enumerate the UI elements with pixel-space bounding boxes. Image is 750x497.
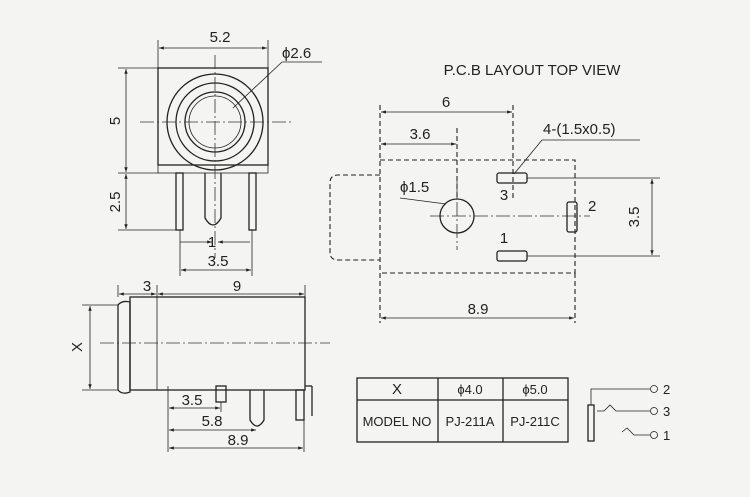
- table-model-label: MODEL NO: [363, 414, 432, 429]
- hole-leader: [232, 61, 283, 109]
- side-view: 3 9 X 3.5 5.8 8.9: [69, 278, 330, 452]
- slot-pin-3: [496, 172, 528, 184]
- schematic-sleeve: [587, 404, 595, 442]
- pin-center: [204, 173, 222, 226]
- pcb-pin-3: 3: [500, 187, 508, 204]
- table-model-a: PJ-211A: [446, 414, 495, 429]
- dim-5: 5: [107, 117, 124, 125]
- front-pin-1-label: 1: [208, 234, 216, 251]
- dim-5-2: 5.2: [210, 29, 231, 46]
- side-body: [129, 296, 306, 391]
- schematic-wire-3: [597, 404, 650, 412]
- pcb-body-outline: [380, 159, 576, 274]
- dim-9: 9: [233, 278, 241, 295]
- slot-pin-1: [496, 250, 528, 262]
- dim-3-6: 3.6: [410, 126, 431, 143]
- pcb-title: P.C.B LAYOUT TOP VIEW: [444, 62, 622, 79]
- side-nose: [117, 300, 131, 394]
- dim-5-8: 5.8: [202, 413, 223, 430]
- dim-3: 3: [143, 278, 151, 295]
- schematic-pin-1: 1: [663, 428, 670, 443]
- pcb-hole-dia: ϕ1.5: [400, 179, 429, 196]
- pcb-layout: P.C.B LAYOUT TOP VIEW ϕ1.5 3 2 1 4-(1.5x…: [329, 62, 660, 323]
- dim-8-9-pcb: 8.9: [468, 301, 489, 318]
- schematic: 2 3 1: [587, 382, 670, 443]
- slot-pin-2: [566, 201, 578, 233]
- dim-8-9-side: 8.9: [228, 432, 249, 449]
- side-pin-middle: [249, 390, 265, 427]
- dim-2-5: 2.5: [107, 192, 124, 213]
- schematic-wire-1: [621, 427, 650, 436]
- hole-dia-label: ϕ2.6: [282, 45, 311, 62]
- pcb-pin-1: 1: [500, 230, 508, 247]
- dim-x: X: [69, 342, 86, 352]
- dim-3-5-front: 3.5: [208, 253, 229, 270]
- pin-right: [248, 172, 257, 231]
- table-header-d5: ϕ5.0: [522, 382, 547, 397]
- slot-spec-label: 4-(1.5x0.5): [543, 121, 616, 138]
- table-header-d4: ϕ4.0: [457, 382, 482, 397]
- dim-3-5-side: 3.5: [182, 392, 203, 409]
- schematic-wire-2: [590, 388, 650, 405]
- table-header-x: X: [392, 381, 402, 398]
- pin-left: [175, 172, 184, 231]
- front-view: 5.2 ϕ2.6 5 2.5 1 3.5: [107, 29, 322, 276]
- pcb-pin-2: 2: [588, 198, 596, 215]
- dim-3-5-pcb: 3.5: [626, 207, 643, 228]
- schematic-pin-3: 3: [663, 404, 670, 419]
- side-pin-small: [215, 385, 227, 403]
- front-body-base: [157, 164, 269, 174]
- model-table: X ϕ4.0 ϕ5.0 MODEL NO PJ-211A PJ-211C: [356, 377, 569, 443]
- table-model-c: PJ-211C: [510, 414, 560, 429]
- pcb-hole: [439, 198, 475, 234]
- schematic-pin-2: 2: [663, 382, 670, 397]
- dim-6: 6: [442, 94, 450, 111]
- pcb-nose-outline: [329, 174, 380, 261]
- side-pin-rear: [295, 389, 305, 421]
